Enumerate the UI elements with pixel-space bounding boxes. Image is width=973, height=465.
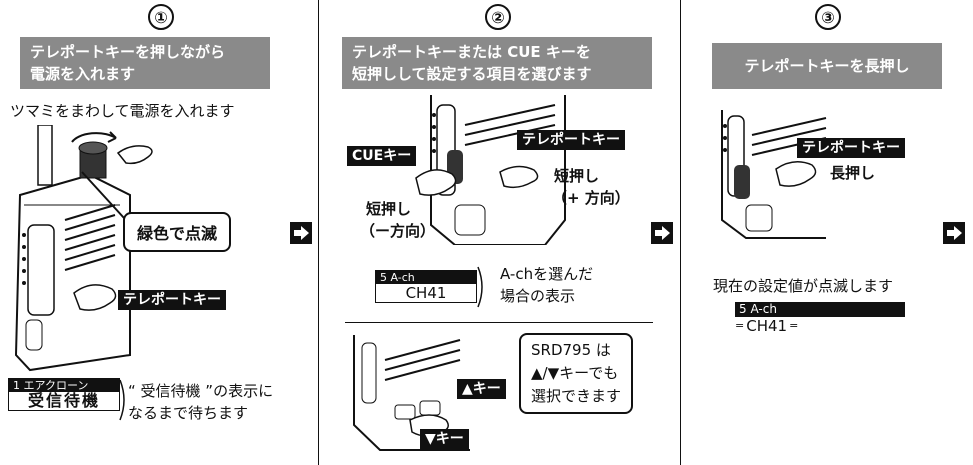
short-press-minus: 短押し （ー方向）: [360, 198, 435, 242]
step3-lcd: 5 A-ch = CH41 =: [735, 302, 905, 335]
step1-number: ①: [148, 4, 174, 30]
step2-banner-line2: 短押しして設定する項目を選びます: [352, 65, 592, 83]
next-arrow-icon-3: [943, 222, 965, 244]
up-key-label: ▲キー: [457, 379, 506, 399]
hand-icon-3: [775, 161, 817, 187]
step1-banner: テレポートキーを押しながら 電源を入れます: [20, 37, 270, 89]
step2-lcd-note-line2: 場合の表示: [500, 287, 576, 305]
step3-lcd-bottom: CH41: [746, 317, 788, 335]
srd-note-line1: SRD795 は: [531, 341, 611, 359]
srd-note-line2: ▲/▼キーでも: [531, 364, 619, 382]
step1-banner-line1: テレポートキーを押しながら: [30, 43, 226, 61]
down-key-label: ▼キー: [420, 429, 469, 449]
step1-note: “ 受信待機 ”の表示に なるまで待ちます: [128, 380, 273, 424]
divider-1: [318, 0, 319, 465]
step2-lcd-note-line1: A-chを選んだ: [500, 265, 594, 283]
blink-note: 現在の設定値が点滅します: [713, 277, 894, 295]
step3-lcd-bottom-row: = CH41 =: [735, 317, 905, 335]
cue-key-label: CUEキー: [347, 146, 417, 166]
step1-lcd-top: 1 エアクローン: [9, 379, 119, 392]
step2-lcd-bottom: CH41: [405, 284, 447, 302]
srd-note-line3: 選択できます: [531, 387, 622, 405]
step3-banner-line1: テレポートキーを長押し: [744, 57, 910, 75]
step1-lcd: 1 エアクローン 受信待機: [8, 378, 120, 411]
srd-note-box: SRD795 は ▲/▼キーでも 選択できます: [519, 333, 634, 414]
short-press-plus-line1: 短押し: [554, 167, 600, 185]
step2-teleport-key-label: テレポートキー: [517, 130, 625, 150]
long-press-label: 長押し: [830, 164, 876, 182]
step3-number: ③: [815, 4, 841, 30]
next-arrow-icon: [290, 222, 312, 244]
step1-banner-line2: 電源を入れます: [30, 65, 136, 83]
step3-lcd-top: 5 A-ch: [735, 302, 905, 317]
step2-banner: テレポートキーまたは CUE キーを 短押しして設定する項目を選びます: [342, 37, 652, 89]
step2-lcd-note: A-chを選んだ 場合の表示: [500, 263, 593, 307]
hand-icon: [73, 284, 117, 311]
radio-illustration: [14, 125, 131, 372]
step2-number: ②: [485, 4, 511, 30]
short-press-minus-line2: （ー方向）: [360, 222, 436, 240]
step2-banner-line1: テレポートキーまたは CUE キーを: [352, 43, 591, 61]
step2-lcd-bracket: [477, 266, 483, 308]
step1-lcd-bottom: 受信待機: [27, 391, 100, 410]
blink-mark-right-icon: =: [789, 319, 799, 332]
short-press-plus-line2: （+ 方向）: [552, 189, 630, 207]
green-blink-callout: 緑色で点滅: [123, 212, 232, 252]
step1-note-line1: “ 受信待機 ”の表示に: [128, 382, 274, 400]
step3-teleport-key-label: テレポートキー: [797, 138, 905, 158]
divider-2: [680, 0, 681, 465]
step1-teleport-key-label: テレポートキー: [118, 290, 226, 310]
radio-keys-illustration: [353, 335, 470, 451]
step1-lcd-bracket: [119, 379, 125, 421]
step3-banner: テレポートキーを長押し: [712, 43, 942, 89]
step2-lcd-top: 5 A-ch: [376, 271, 476, 284]
blink-mark-left-icon: =: [735, 319, 745, 332]
short-press-plus: 短押し （+ 方向）: [552, 165, 630, 209]
next-arrow-icon-2: [651, 222, 673, 244]
step2-lcd: 5 A-ch CH41: [375, 270, 477, 303]
step2-inner-divider: [345, 322, 653, 323]
step1-note-line2: なるまで待ちます: [128, 404, 249, 422]
short-press-minus-line1: 短押し: [366, 200, 412, 218]
step1-instruction: ツマミをまわして電源を入れます: [10, 102, 235, 120]
callout-pointer: [81, 171, 125, 219]
knob-with-hand-icon: [71, 131, 153, 179]
hands-icon: [415, 165, 539, 196]
